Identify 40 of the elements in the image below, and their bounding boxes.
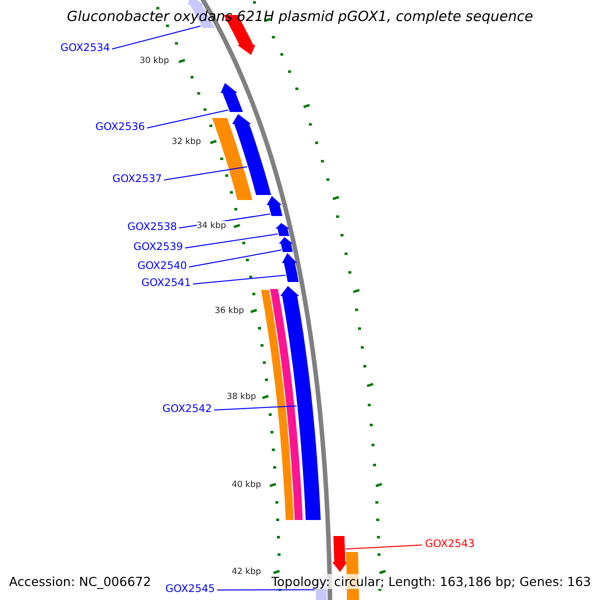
gene-label: GOX2536 — [95, 121, 145, 133]
accession-text: Accession: NC_006672 — [9, 574, 152, 589]
leader-line — [345, 544, 422, 550]
gene-label: GOX2538 — [127, 221, 177, 233]
gene-label: GOX2542 — [162, 403, 212, 415]
gene-label: GOX2541 — [141, 277, 191, 289]
gene-label: GOX2545 — [165, 583, 215, 595]
leader-line — [216, 589, 316, 590]
gene-feature — [280, 286, 321, 520]
tick-label: 32 kbp — [172, 137, 201, 147]
tick-label: 40 kbp — [232, 480, 261, 490]
summary-text: Topology: circular; Length: 163,186 bp; Genes: 163 — [272, 574, 591, 589]
leader-line — [214, 406, 297, 410]
gene-feature — [232, 114, 272, 195]
feature-band — [270, 289, 303, 520]
title: Gluconobacter oxydans 621H plasmid pGOX1, complete sequence — [66, 9, 534, 25]
leader-line — [146, 110, 229, 128]
gene-label: GOX2534 — [60, 42, 110, 54]
tick-label: 30 kbp — [140, 56, 169, 66]
feature-band — [212, 118, 252, 200]
leader-line — [188, 250, 282, 268]
leader-line — [192, 274, 286, 284]
tick-label: 34 kbp — [196, 221, 226, 231]
gene-feature — [282, 253, 299, 282]
gene-feature — [332, 536, 348, 572]
gene-feature — [276, 223, 290, 236]
tick-label: 38 kbp — [226, 392, 256, 402]
gene-feature — [278, 237, 293, 252]
gene-label: GOX2540 — [137, 260, 187, 272]
feature-band — [261, 290, 294, 520]
gene-label: GOX2537 — [112, 173, 162, 185]
leader-line — [164, 166, 248, 180]
gene-label: GOX2543 — [425, 538, 475, 550]
gene-label: GOX2539 — [133, 241, 183, 253]
leader-line — [112, 26, 202, 50]
tick-label: 42 kbp — [232, 567, 261, 577]
gene-feature — [220, 83, 243, 112]
tick-label: 36 kbp — [214, 306, 244, 316]
leader-line — [184, 234, 278, 248]
gene-feature — [266, 196, 282, 216]
